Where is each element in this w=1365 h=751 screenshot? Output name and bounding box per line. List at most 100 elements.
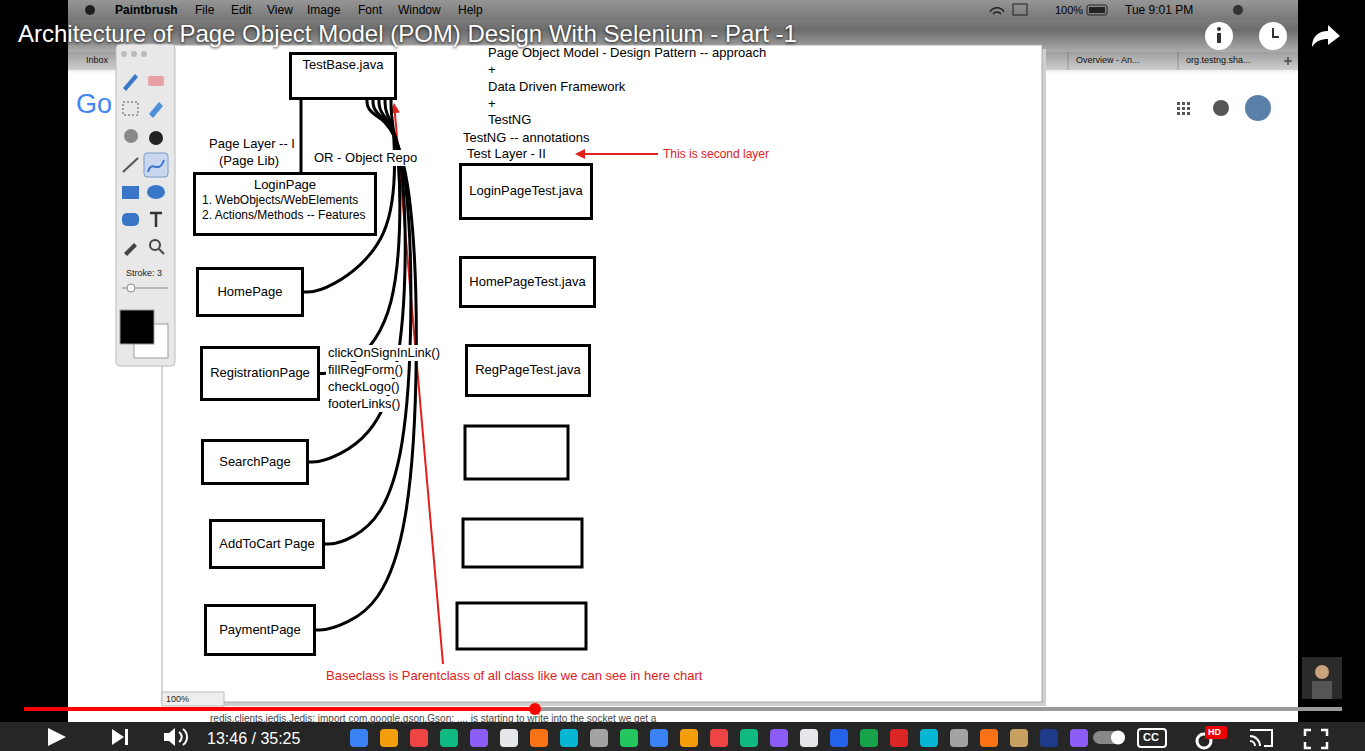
object-repo-note: OR - Object Repo bbox=[312, 150, 419, 166]
dock-icon bbox=[620, 729, 638, 747]
subtitle-text: redis.clients.jedis.Jedis; import com.go… bbox=[210, 713, 656, 725]
selected-tool bbox=[144, 153, 168, 177]
airplay-icon bbox=[1013, 4, 1027, 15]
menu-item: Image bbox=[307, 3, 340, 17]
zoom-tool bbox=[150, 240, 160, 250]
class-name: PaymentPage bbox=[219, 622, 301, 638]
volume-icon bbox=[164, 728, 175, 746]
menu-item: Window bbox=[398, 3, 441, 17]
class-name: LoginPageTest.java bbox=[469, 183, 582, 199]
page-class-box: HomePage bbox=[196, 267, 304, 317]
framework-note: Data Driven Framework bbox=[488, 79, 625, 95]
grid-dot bbox=[1177, 112, 1180, 115]
captions-button bbox=[1138, 729, 1166, 747]
grid-dot bbox=[1187, 102, 1190, 105]
ellipse-tool bbox=[147, 185, 165, 199]
status-text: 100% bbox=[1055, 4, 1083, 17]
connector-curve bbox=[300, 100, 303, 172]
annotation-callout: Baseclass is Parentclass of all class li… bbox=[324, 668, 704, 684]
dock-icon bbox=[650, 729, 668, 747]
class-name: HomePageTest.java bbox=[469, 274, 585, 290]
empty-test-box bbox=[463, 519, 582, 567]
dock-icon bbox=[500, 729, 518, 747]
progress-played bbox=[24, 707, 535, 711]
bomb-tool bbox=[149, 131, 163, 145]
menu-item: View bbox=[267, 3, 293, 17]
dock-icon bbox=[710, 729, 728, 747]
line-tool bbox=[123, 158, 138, 172]
tool-palette bbox=[116, 44, 175, 366]
class-name: HomePage bbox=[217, 284, 282, 300]
user-icon bbox=[1233, 5, 1243, 15]
eraser-tool bbox=[148, 76, 164, 86]
bucket-tool bbox=[124, 129, 138, 143]
curve-tool bbox=[148, 160, 164, 172]
method-name: clickOnSignInLink() bbox=[326, 345, 442, 361]
method-name: fillRegForm() bbox=[326, 362, 405, 378]
grid-dot bbox=[1187, 107, 1190, 110]
method-name: checkLogo() bbox=[326, 379, 402, 395]
menu-item: Font bbox=[358, 3, 382, 17]
clock-hands bbox=[1273, 28, 1279, 37]
dock-icon bbox=[470, 729, 488, 747]
dock-icon bbox=[680, 729, 698, 747]
dock-icon bbox=[1040, 729, 1058, 747]
arrow-head bbox=[575, 149, 585, 159]
cast-icon bbox=[1250, 730, 1272, 746]
desktop-screen bbox=[68, 0, 1298, 725]
annotation-callout: This is second layer bbox=[661, 147, 771, 161]
annotation-arrow bbox=[583, 153, 658, 155]
zoom-tool-handle bbox=[159, 249, 164, 254]
battery-icon bbox=[1087, 5, 1107, 15]
dock-icon bbox=[1010, 729, 1028, 747]
palette-button bbox=[131, 51, 137, 57]
watch-later-icon bbox=[1259, 22, 1287, 50]
class-name: RegPageTest.java bbox=[475, 362, 581, 378]
page-class-box: AddToCart Page bbox=[209, 519, 325, 569]
grid-dot bbox=[1187, 112, 1190, 115]
annotation-arrow bbox=[395, 113, 443, 664]
layer-subheading: (Page Lib) bbox=[217, 153, 281, 169]
autoplay-toggle bbox=[1093, 731, 1125, 744]
hd-badge bbox=[1205, 726, 1227, 739]
dock-icon bbox=[800, 729, 818, 747]
empty-test-box bbox=[457, 603, 586, 649]
test-class-box: LoginPageTest.java bbox=[459, 163, 593, 220]
eyedropper-tool bbox=[124, 243, 137, 256]
palette-button bbox=[121, 51, 127, 57]
grid-dot bbox=[1182, 112, 1185, 115]
dock-icon bbox=[440, 729, 458, 747]
logo-text: Go bbox=[76, 88, 112, 120]
dock-icon bbox=[740, 729, 758, 747]
volume-waves bbox=[179, 729, 187, 745]
grid-dot bbox=[1182, 107, 1185, 110]
dock-icon bbox=[980, 729, 998, 747]
menu-item: Edit bbox=[231, 3, 252, 17]
class-name: SearchPage bbox=[219, 454, 291, 470]
dock-icon bbox=[560, 729, 578, 747]
stroke-size-label: Stroke: 3 bbox=[126, 268, 162, 279]
video-title: Architecture of Page Object Model (POM) … bbox=[18, 20, 797, 49]
class-name: RegistrationPage bbox=[210, 365, 310, 381]
grid-dot bbox=[1182, 102, 1185, 105]
quality-badge-text: HD bbox=[1208, 727, 1221, 738]
pencil-tool bbox=[123, 74, 138, 91]
time-display: 13:46 / 35:25 bbox=[207, 729, 300, 748]
paint-canvas bbox=[162, 45, 1042, 702]
dock-icon bbox=[590, 729, 608, 747]
clock-text: Tue 9:01 PM bbox=[1125, 3, 1193, 17]
toggle-knob bbox=[1111, 731, 1125, 745]
dock-icon bbox=[1070, 729, 1088, 747]
battery-level bbox=[1089, 7, 1105, 13]
tab-title: Overview - An... bbox=[1076, 55, 1140, 66]
dock-icon bbox=[830, 729, 848, 747]
page-class-box: SearchPage bbox=[201, 439, 309, 485]
framework-note: TestNG bbox=[488, 112, 531, 128]
dock-icon bbox=[920, 729, 938, 747]
fullscreen-icon bbox=[1305, 730, 1327, 748]
page-class-box: LoginPage1. WebObjects/WebElements2. Act… bbox=[193, 172, 377, 236]
select-tool bbox=[123, 102, 138, 115]
menu-item: Paintbrush bbox=[115, 3, 178, 17]
